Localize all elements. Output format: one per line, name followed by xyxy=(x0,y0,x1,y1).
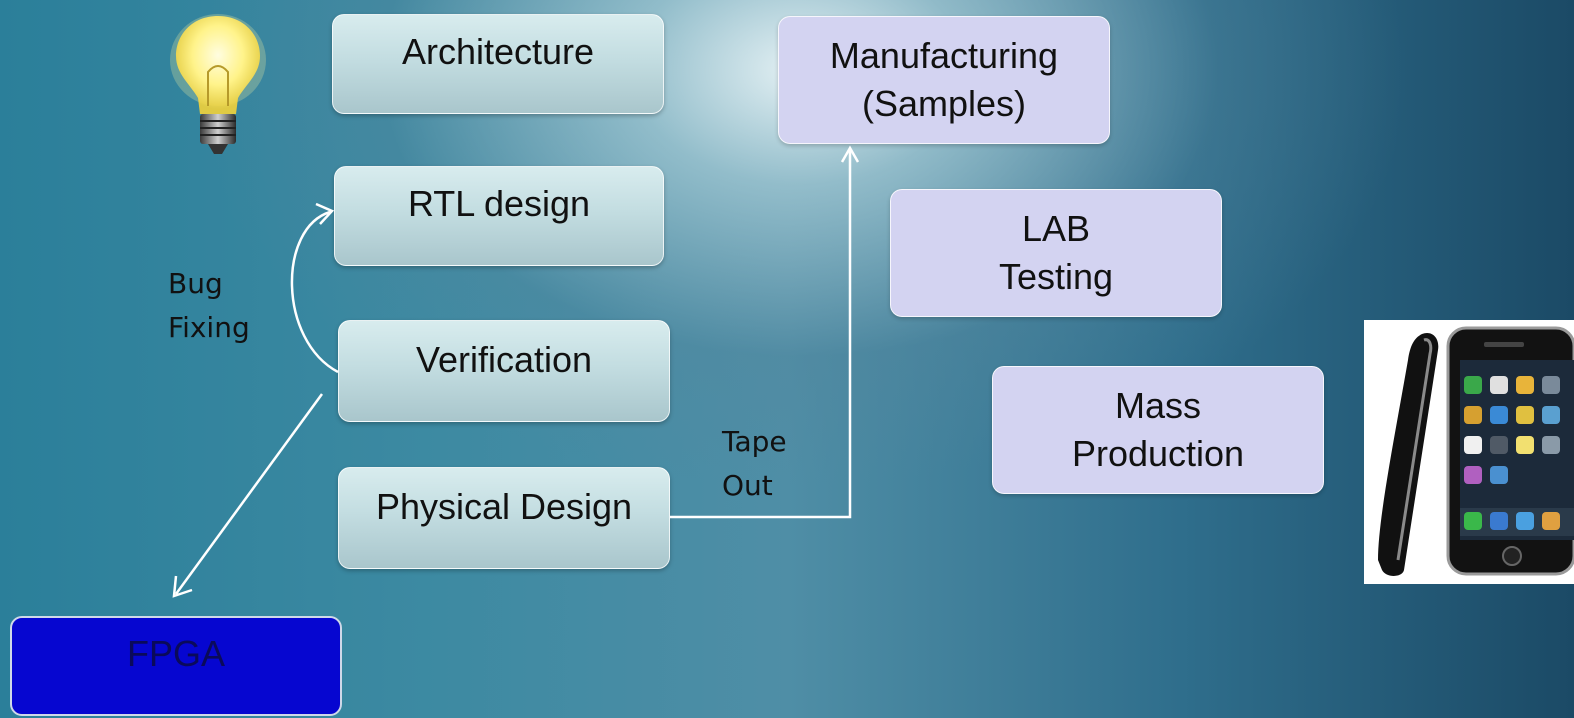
physical-design-box: Physical Design xyxy=(338,467,670,569)
fpga-arrow xyxy=(174,393,324,595)
tape-out-arrow xyxy=(670,148,852,519)
manufacturing-box: Manufacturing (Samples) xyxy=(778,16,1110,144)
lab-testing-box: LAB Testing xyxy=(890,189,1222,317)
bug-fixing-label: Bug Fixing xyxy=(168,267,250,344)
mass-production-box: Mass Production xyxy=(992,366,1324,494)
rtl-design-box: RTL design xyxy=(334,166,664,266)
bug-fixing-arrow xyxy=(290,210,339,374)
architecture-box: Architecture xyxy=(332,14,664,114)
lightbulb-icon xyxy=(170,14,266,154)
verification-box: Verification xyxy=(338,320,670,422)
tape-out-label: Tape Out xyxy=(722,425,787,502)
smartphone-icon xyxy=(1364,320,1574,584)
fpga-box: FPGA xyxy=(10,616,342,716)
